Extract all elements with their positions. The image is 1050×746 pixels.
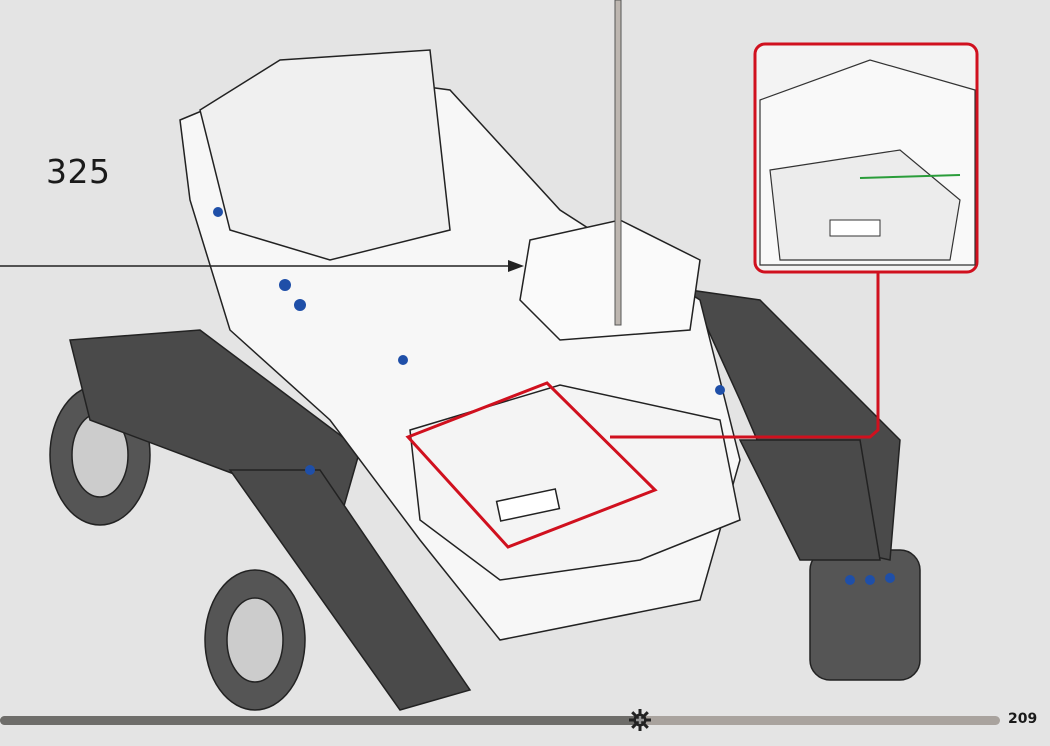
right-leg	[738, 439, 881, 561]
antenna-rod	[614, 0, 622, 326]
mast-frame	[199, 49, 451, 261]
highlight-frame	[405, 381, 658, 549]
callout-connector	[610, 272, 880, 439]
top-block	[519, 219, 701, 341]
wheel-left-front	[204, 569, 306, 711]
progress-fill	[0, 716, 640, 725]
left-front-leg	[228, 469, 472, 711]
blue-pins	[213, 207, 895, 585]
insert-arrow	[0, 260, 524, 272]
gear-icon	[629, 709, 651, 731]
flag-tile	[495, 488, 561, 522]
progress-bar	[0, 709, 1000, 731]
rover-model	[49, 49, 921, 711]
page-number: 209	[1008, 711, 1038, 727]
callout-detail	[753, 42, 979, 274]
wheel-right-front	[809, 549, 921, 681]
step-number: 325	[46, 152, 111, 191]
